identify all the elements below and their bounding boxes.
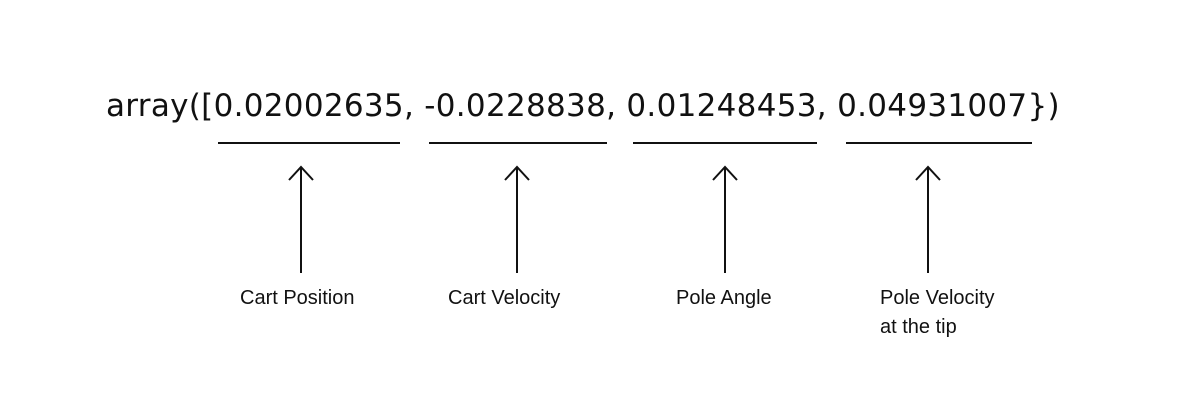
label-line: Cart Position (240, 287, 355, 309)
arrow-up-icon (710, 165, 740, 275)
array-separator: , (816, 88, 838, 124)
array-prefix: array([ (106, 88, 214, 124)
label-pole-velocity: Pole Velocity at the tip (880, 284, 995, 342)
array-value-pole-velocity: 0.04931007 (837, 88, 1028, 124)
label-pole-angle: Pole Angle (676, 284, 772, 313)
label-line: Cart Velocity (448, 287, 561, 309)
array-separator: , (606, 88, 627, 124)
underline-pole-angle (633, 142, 817, 144)
arrow-up-icon (502, 165, 532, 275)
array-suffix: }) (1027, 88, 1060, 124)
label-line: at the tip (880, 316, 957, 338)
array-separator: , (403, 88, 425, 124)
underline-pole-velocity (846, 142, 1032, 144)
underline-cart-velocity (429, 142, 607, 144)
arrow-up-icon (286, 165, 316, 275)
array-value-cart-velocity: -0.0228838 (424, 88, 607, 124)
array-expression: array([0.02002635, -0.0228838, 0.0124845… (106, 84, 1060, 128)
label-cart-position: Cart Position (240, 284, 355, 313)
label-line: Pole Velocity (880, 287, 995, 309)
label-line: Pole Angle (676, 287, 772, 309)
arrow-up-icon (913, 165, 943, 275)
array-value-pole-angle: 0.01248453 (626, 88, 817, 124)
label-cart-velocity: Cart Velocity (448, 284, 560, 313)
array-value-cart-position: 0.02002635 (213, 88, 404, 124)
underline-cart-position (218, 142, 400, 144)
